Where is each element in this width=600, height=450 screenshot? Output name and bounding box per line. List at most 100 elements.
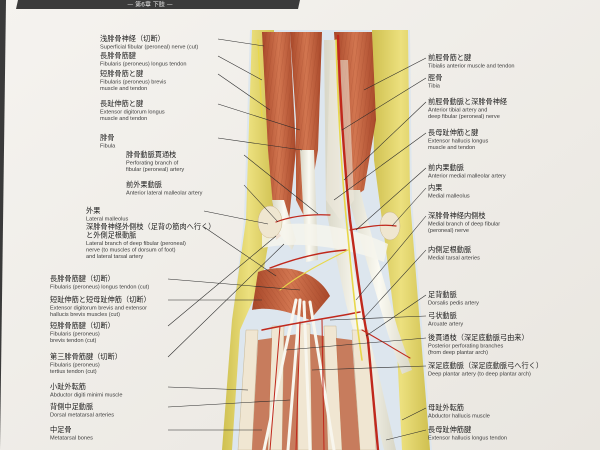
label-jp: 深足底動脈（深足底動脈弓へ行く）: [428, 361, 543, 370]
arteries: [261, 34, 411, 450]
label-en: (from deep plantar arch): [428, 350, 488, 356]
label-fibularis-tertius-tendon: 第三腓骨筋腱（切断）Fibularis (peroneus)tertius te…: [50, 352, 122, 375]
label-jp: 背側中足動脈: [50, 402, 93, 411]
leader-medial-tarsal-arteries: [361, 249, 427, 321]
label-jp: 内側足根動脈: [428, 245, 471, 254]
leader-fibularis-brevis: [217, 73, 271, 111]
fat-medial: [372, 30, 430, 450]
label-en: Anterior medial malleolar artery: [428, 174, 506, 180]
label-jp: 母趾外転筋: [428, 403, 464, 412]
label-fibularis-brevis-tendon: 短腓骨筋腱（切断） Fibularis (peroneus)brevis tend…: [50, 321, 115, 344]
fat-lateral: [222, 30, 276, 450]
label-en: Fibularis (peroneus) longus tendon (cut): [50, 285, 149, 291]
label-jp: 長腓骨筋腱（切断）: [50, 274, 115, 283]
label-deep-plantar-artery: 深足底動脈（深足底動脈弓へ行く）Deep plantar artery (to …: [428, 361, 543, 378]
label-en: Dorsal metatarsal arteries: [50, 413, 114, 419]
label-en: Tibia: [428, 84, 441, 90]
label-jp: 第三腓骨筋腱（切断）: [50, 352, 122, 361]
label-jp: 前内果動脈: [428, 163, 464, 172]
label-en: Posterior perforating branches: [428, 344, 503, 350]
leader-fibularis-brevis-tendon: [167, 235, 277, 327]
header-strip: [16, 0, 300, 9]
label-jp: 短腓骨筋腱（切断）: [50, 321, 115, 330]
label-superficial-fibular-nerve-cut: 浅腓骨神経（切断） Superficial fibular (peroneal) …: [100, 34, 198, 51]
label-en: Dorsalis pedis artery: [428, 301, 479, 307]
label-en: Extensor hallucis longus: [428, 139, 489, 145]
leader-fibularis-longus-tendon-cut: [167, 278, 301, 291]
label-en: Extensor digitorum longus: [100, 110, 165, 116]
label-jp: 長趾伸筋と腱: [100, 99, 143, 108]
label-jp: 前脛骨筋と腱: [428, 53, 471, 62]
leader-fibularis-tertius-tendon: [167, 243, 285, 358]
label-jp: 長母趾伸筋と腱: [428, 128, 478, 137]
label-en: and lateral tarsal artery: [86, 254, 143, 260]
leader-medial-branch-deep-fibular-nerve: [355, 215, 427, 301]
label-anterior-medial-malleolar-artery: 前内果動脈 Anterior medial malleolar artery: [428, 163, 506, 180]
label-en: muscle and tendon: [428, 145, 475, 151]
leader-abductor-digiti-minimi: [167, 386, 249, 391]
label-jp: 前脛骨動脈と深腓骨神経: [428, 97, 507, 106]
label-fibularis-longus: 長腓骨筋腱 Fibularis (peroneus) longus tendon: [100, 51, 186, 68]
label-jp: 弓状動脈: [428, 311, 457, 320]
leader-arcuate-artery: [329, 315, 427, 321]
label-en: Perforating branch of: [126, 161, 179, 167]
label-jp: と外側足根動脈: [86, 231, 136, 240]
leader-fibularis-longus: [217, 55, 263, 81]
foot-illustration: [222, 30, 432, 450]
label-en: Medial tarsal arteries: [428, 256, 480, 262]
label-en: Fibula: [100, 144, 116, 150]
label-medial-malleolus: 内果 Medial malleolus: [428, 183, 470, 200]
label-en: Fibularis (peroneus): [50, 332, 100, 338]
nerves: [257, 39, 363, 361]
leader-lateral-malleolus: [203, 210, 269, 225]
lateral-malleolus-bone: [257, 205, 283, 239]
label-en: hallucis brevis muscles (cut): [50, 312, 120, 318]
leader-extensor-hallucis-longus-tendon: [385, 429, 427, 441]
label-en: deep fibular (peroneal) nerve: [428, 114, 500, 120]
label-en: fibular (peroneal) artery: [126, 167, 184, 173]
label-en: Fibularis (peroneus) longus tendon: [100, 62, 186, 68]
leader-dorsalis-pedis: [365, 294, 427, 337]
label-en: Medial branch of deep fibular: [428, 222, 500, 228]
leader-extensor-digitorum-longus: [217, 103, 301, 131]
leader-lines: [167, 38, 427, 441]
leader-tibia: [341, 77, 427, 131]
leader-extensor-hallucis-longus: [333, 132, 427, 201]
label-en: Fibularis (peroneus) brevis: [100, 80, 166, 86]
label-dorsal-metatarsal-arteries: 背側中足動脈 Dorsal metatarsal arteries: [50, 402, 114, 419]
label-en: brevis tendon (cut): [50, 338, 96, 344]
leader-dorsal-metatarsal-arteries: [167, 399, 291, 408]
leader-posterior-perforating-branches: [285, 337, 427, 351]
label-jp: 内果: [428, 183, 442, 192]
label-en: (peroneal) nerve: [428, 228, 469, 234]
label-en: Fibularis (peroneus): [50, 363, 100, 369]
leader-anterior-tibial-artery: [343, 101, 427, 181]
label-jp: 足背動脈: [428, 290, 457, 299]
label-en: Metatarsal bones: [50, 436, 93, 442]
label-fibularis-longus-tendon-cut: 長腓骨筋腱（切断） Fibularis (peroneus) longus ten…: [50, 274, 149, 291]
label-en: muscle and tendon: [100, 116, 147, 122]
label-en: Extensor hallucis longus tendon: [428, 436, 507, 442]
label-en: Medial malleolus: [428, 194, 470, 200]
label-en: Extensor digitorum brevis and extensor: [50, 306, 147, 312]
leader-anterior-medial-malleolar-artery: [355, 167, 427, 231]
label-jp: 浅腓骨神経（切断）: [100, 34, 165, 43]
leader-deep-plantar-artery: [311, 365, 427, 371]
label-en: Superficial fibular (peroneal) nerve (cu…: [100, 45, 198, 51]
label-en: muscle and tendon: [100, 86, 147, 92]
leader-perforating-branch-fibular-artery: [243, 154, 319, 215]
leader-tibialis-anterior: [363, 57, 427, 91]
label-jp: 長腓骨筋腱: [100, 51, 136, 60]
